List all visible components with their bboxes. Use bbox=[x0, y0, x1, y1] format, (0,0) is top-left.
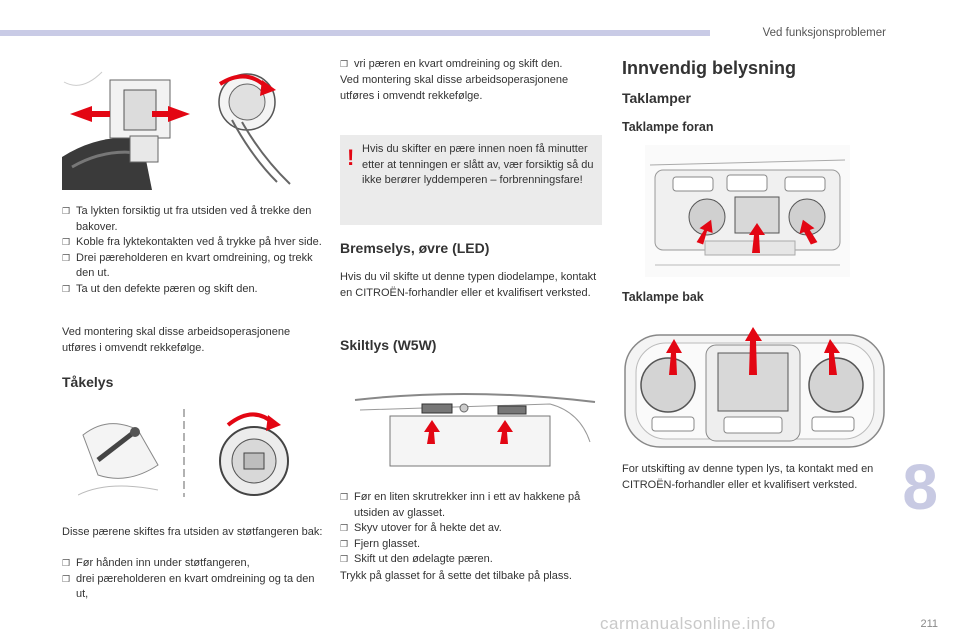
list-item: Før hånden inn under støtfangeren, bbox=[62, 556, 324, 572]
rear-ceiling-lamp-illustration bbox=[624, 327, 885, 448]
rear-lamp-text: For utskifting av denne typen lys, ta ko… bbox=[622, 463, 874, 491]
rear-lamp-heading: Taklampe bak bbox=[622, 290, 704, 304]
warning-icon: ! bbox=[347, 145, 355, 170]
header-bar bbox=[0, 30, 710, 36]
brake-heading: Bremselys, øvre (LED) bbox=[340, 240, 490, 256]
fog-intro: Disse pærene skiftes fra utsiden av støt… bbox=[62, 526, 323, 538]
front-ceiling-lamp-illustration bbox=[645, 145, 850, 277]
list-item: vri pæren en kvart omdreining og skift d… bbox=[340, 57, 605, 73]
list-item: Skift ut den ødelagte pæren. bbox=[340, 552, 602, 568]
plate-steps: Før en liten skrutrekker inn i ett av ha… bbox=[340, 490, 602, 568]
page-number: 211 bbox=[920, 618, 938, 630]
section-title: Ved funksjonsproblemer bbox=[762, 27, 886, 39]
plate-end: Trykk på glasset for å sette det tilbake… bbox=[340, 570, 572, 582]
fog-steps: Før hånden inn under støtfangeren, drei … bbox=[62, 556, 324, 603]
watermark: carmanualsonline.info bbox=[600, 614, 776, 633]
plate-lamp-illustration bbox=[354, 392, 596, 467]
list-item: Skyv utover for å hekte det av. bbox=[340, 521, 602, 537]
list-item: Fjern glasset. bbox=[340, 537, 602, 553]
taklamper-heading: Taklamper bbox=[622, 90, 691, 106]
bulb-step: vri pæren en kvart omdreining og skift d… bbox=[340, 57, 605, 73]
warning-box: ! Hvis du skifter en pære innen noen få … bbox=[340, 135, 602, 225]
front-lamp-heading: Taklampe foran bbox=[622, 120, 714, 134]
list-item: Ta ut den defekte pæren og skift den. bbox=[62, 282, 324, 298]
refit-note-2: Ved montering skal disse arbeidsoperasjo… bbox=[340, 74, 569, 102]
rear-lamp-steps: Ta lykten forsiktig ut fra utsiden ved å… bbox=[62, 204, 324, 297]
list-item: Koble fra lyktekontakten ved å trykke på… bbox=[62, 235, 324, 251]
list-item: drei pæreholderen en kvart omdreining og… bbox=[62, 572, 324, 603]
brake-text: Hvis du vil skifte ut denne typen diodel… bbox=[340, 271, 597, 299]
warning-text: Hvis du skifter en pære innen noen få mi… bbox=[362, 143, 594, 186]
list-item: Drei pæreholderen en kvart omdreining, o… bbox=[62, 251, 324, 282]
list-item: Før en liten skrutrekker inn i ett av ha… bbox=[340, 490, 602, 521]
refit-note: Ved montering skal disse arbeidsoperasjo… bbox=[62, 326, 291, 354]
fog-heading: Tåkelys bbox=[62, 374, 114, 390]
fog-lamp-illustration bbox=[78, 409, 289, 497]
chapter-number: 8 bbox=[902, 451, 938, 523]
page-title: Innvendig belysning bbox=[622, 58, 797, 78]
plate-heading: Skiltlys (W5W) bbox=[340, 337, 437, 353]
list-item: Ta lykten forsiktig ut fra utsiden ved å… bbox=[62, 204, 324, 235]
rear-lamp-removal-illustration bbox=[62, 62, 320, 190]
